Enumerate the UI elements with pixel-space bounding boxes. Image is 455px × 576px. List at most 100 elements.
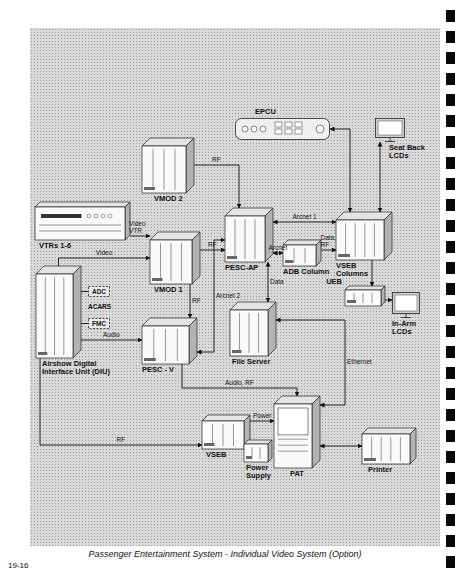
equipment-node: VMOD 1: [150, 232, 200, 284]
device-label: PESC-AP: [225, 264, 265, 272]
control-key: [285, 129, 292, 134]
device-label: EPCU: [255, 108, 295, 116]
signal-label: Data, RF: [321, 235, 337, 249]
binding-mark: [446, 493, 455, 505]
binding-mark: [446, 10, 455, 22]
equipment-node: VTRs 1-6: [35, 202, 130, 240]
terminal-screen: [278, 408, 308, 435]
unit-front: [274, 404, 312, 468]
card-slots: [161, 243, 182, 281]
device-label: ADC: [88, 286, 110, 297]
device-label: Airshow Digital Interface Unit (DIU): [42, 360, 114, 376]
unit-detail: [38, 352, 47, 355]
signal-label: RF: [117, 437, 126, 444]
equipment-drawing: [274, 396, 320, 468]
unit-top: [362, 428, 416, 434]
dashed-box: [89, 319, 110, 329]
signal-line: [59, 258, 151, 266]
page-number: 19-16: [8, 561, 28, 570]
device-label: VMOD 2: [154, 195, 204, 203]
equipment-drawing: [283, 240, 321, 266]
monitor-screen: [395, 295, 417, 311]
binding-mark: [446, 31, 455, 43]
control-key: [285, 122, 292, 127]
unit-side: [381, 286, 385, 306]
device-label: UEB: [326, 278, 342, 286]
signal-line: [273, 253, 283, 254]
binding-mark: [446, 409, 455, 421]
card-slots: [45, 277, 64, 355]
unit-top: [150, 232, 200, 240]
monitor-frame: [393, 293, 420, 314]
device-label: Seat Back LCDs: [389, 144, 429, 160]
unit-detail: [285, 260, 293, 263]
control-key: [295, 129, 302, 134]
unit-detail: [338, 254, 350, 257]
equipment-drawing: [225, 208, 273, 262]
equipment-node: EPCU: [235, 118, 330, 140]
unit-front: [244, 444, 268, 462]
card-slots: [240, 313, 259, 353]
device-label: In-Arm LCDs: [392, 320, 422, 336]
unit-top: [202, 415, 250, 421]
device-label: ADB Column: [283, 268, 333, 276]
keyboard-row: [278, 445, 308, 446]
binding-mark: [446, 73, 455, 85]
unit-side: [73, 266, 81, 358]
binding-mark: [446, 115, 455, 127]
equipment-node: In-Arm LCDs: [392, 292, 420, 318]
unit-side: [312, 396, 320, 468]
device-label: VSEB: [206, 451, 246, 459]
binding-mark: [446, 178, 455, 190]
unit-front: [150, 240, 192, 284]
signal-line: [372, 260, 373, 286]
unit-front: [142, 326, 189, 364]
equipment-drawing: [375, 118, 405, 142]
unit-detail: [347, 300, 356, 303]
signal-label: RF: [212, 157, 221, 164]
unit-front: [362, 434, 410, 464]
binding-mark: [446, 283, 455, 295]
signal-line: [321, 250, 336, 251]
equipment-node: PAT: [274, 396, 320, 468]
monitor-stand: [385, 138, 395, 142]
binding-mark: [446, 346, 455, 358]
signal-line: [130, 236, 150, 237]
device-label: VSEB Columns: [336, 262, 368, 278]
monitor-frame: [376, 119, 405, 138]
unit-detail: [152, 278, 163, 281]
signal-label: Video VTR: [129, 221, 151, 235]
signal-label: Video: [96, 250, 113, 257]
unit-side: [384, 212, 392, 260]
tape-slot: [41, 214, 82, 218]
equipment-node: PESC - V: [142, 318, 197, 364]
unit-detail: [364, 458, 376, 461]
unit-side: [186, 138, 194, 193]
binding-mark: [446, 472, 455, 484]
unit-top: [345, 286, 385, 290]
signal-label: Ethernet: [347, 359, 372, 366]
unit-side: [192, 232, 200, 284]
signal-line: [250, 421, 274, 422]
unit-detail: [227, 256, 237, 259]
signal-label: Power: [253, 413, 271, 420]
binding-mark: [446, 94, 455, 106]
unit-front: [336, 220, 384, 260]
signal-line: [276, 320, 345, 405]
equipment-node: VSEB: [202, 415, 250, 449]
signal-line: [380, 142, 381, 212]
unit-front: [202, 421, 244, 449]
equipment-node: Printer: [362, 428, 416, 464]
unit-front: [35, 207, 125, 240]
signal-label: Arcnet 1: [293, 214, 317, 221]
binding-mark: [446, 262, 455, 274]
equipment-drawing: [345, 286, 385, 306]
signal-line: [273, 222, 336, 223]
dashed-box: [89, 287, 110, 297]
card-slots: [372, 437, 401, 461]
signal-line: [81, 323, 88, 324]
signal-label: Arcnet 2: [216, 293, 240, 300]
binding-mark: [446, 136, 455, 148]
unit-front: [225, 216, 265, 262]
